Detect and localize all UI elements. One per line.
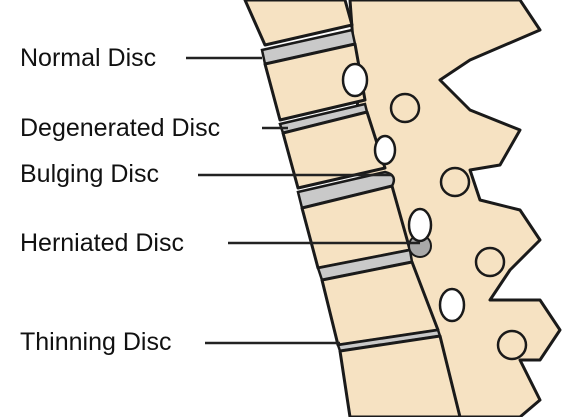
label-normal-disc: Normal Disc xyxy=(20,44,156,72)
facet-3 xyxy=(476,248,504,276)
label-degenerated-disc: Degenerated Disc xyxy=(20,114,220,142)
label-bulging-disc: Bulging Disc xyxy=(20,160,159,188)
vertebra-6 xyxy=(340,336,460,417)
facet-4 xyxy=(498,331,526,359)
foramen-2 xyxy=(375,136,395,164)
foramen-3 xyxy=(409,209,431,241)
foramen-1 xyxy=(343,64,367,96)
foramen-4 xyxy=(440,289,464,321)
facet-2 xyxy=(441,168,469,196)
facet-1 xyxy=(391,94,419,122)
label-thinning-disc: Thinning Disc xyxy=(20,328,171,356)
label-herniated-disc: Herniated Disc xyxy=(20,229,184,257)
